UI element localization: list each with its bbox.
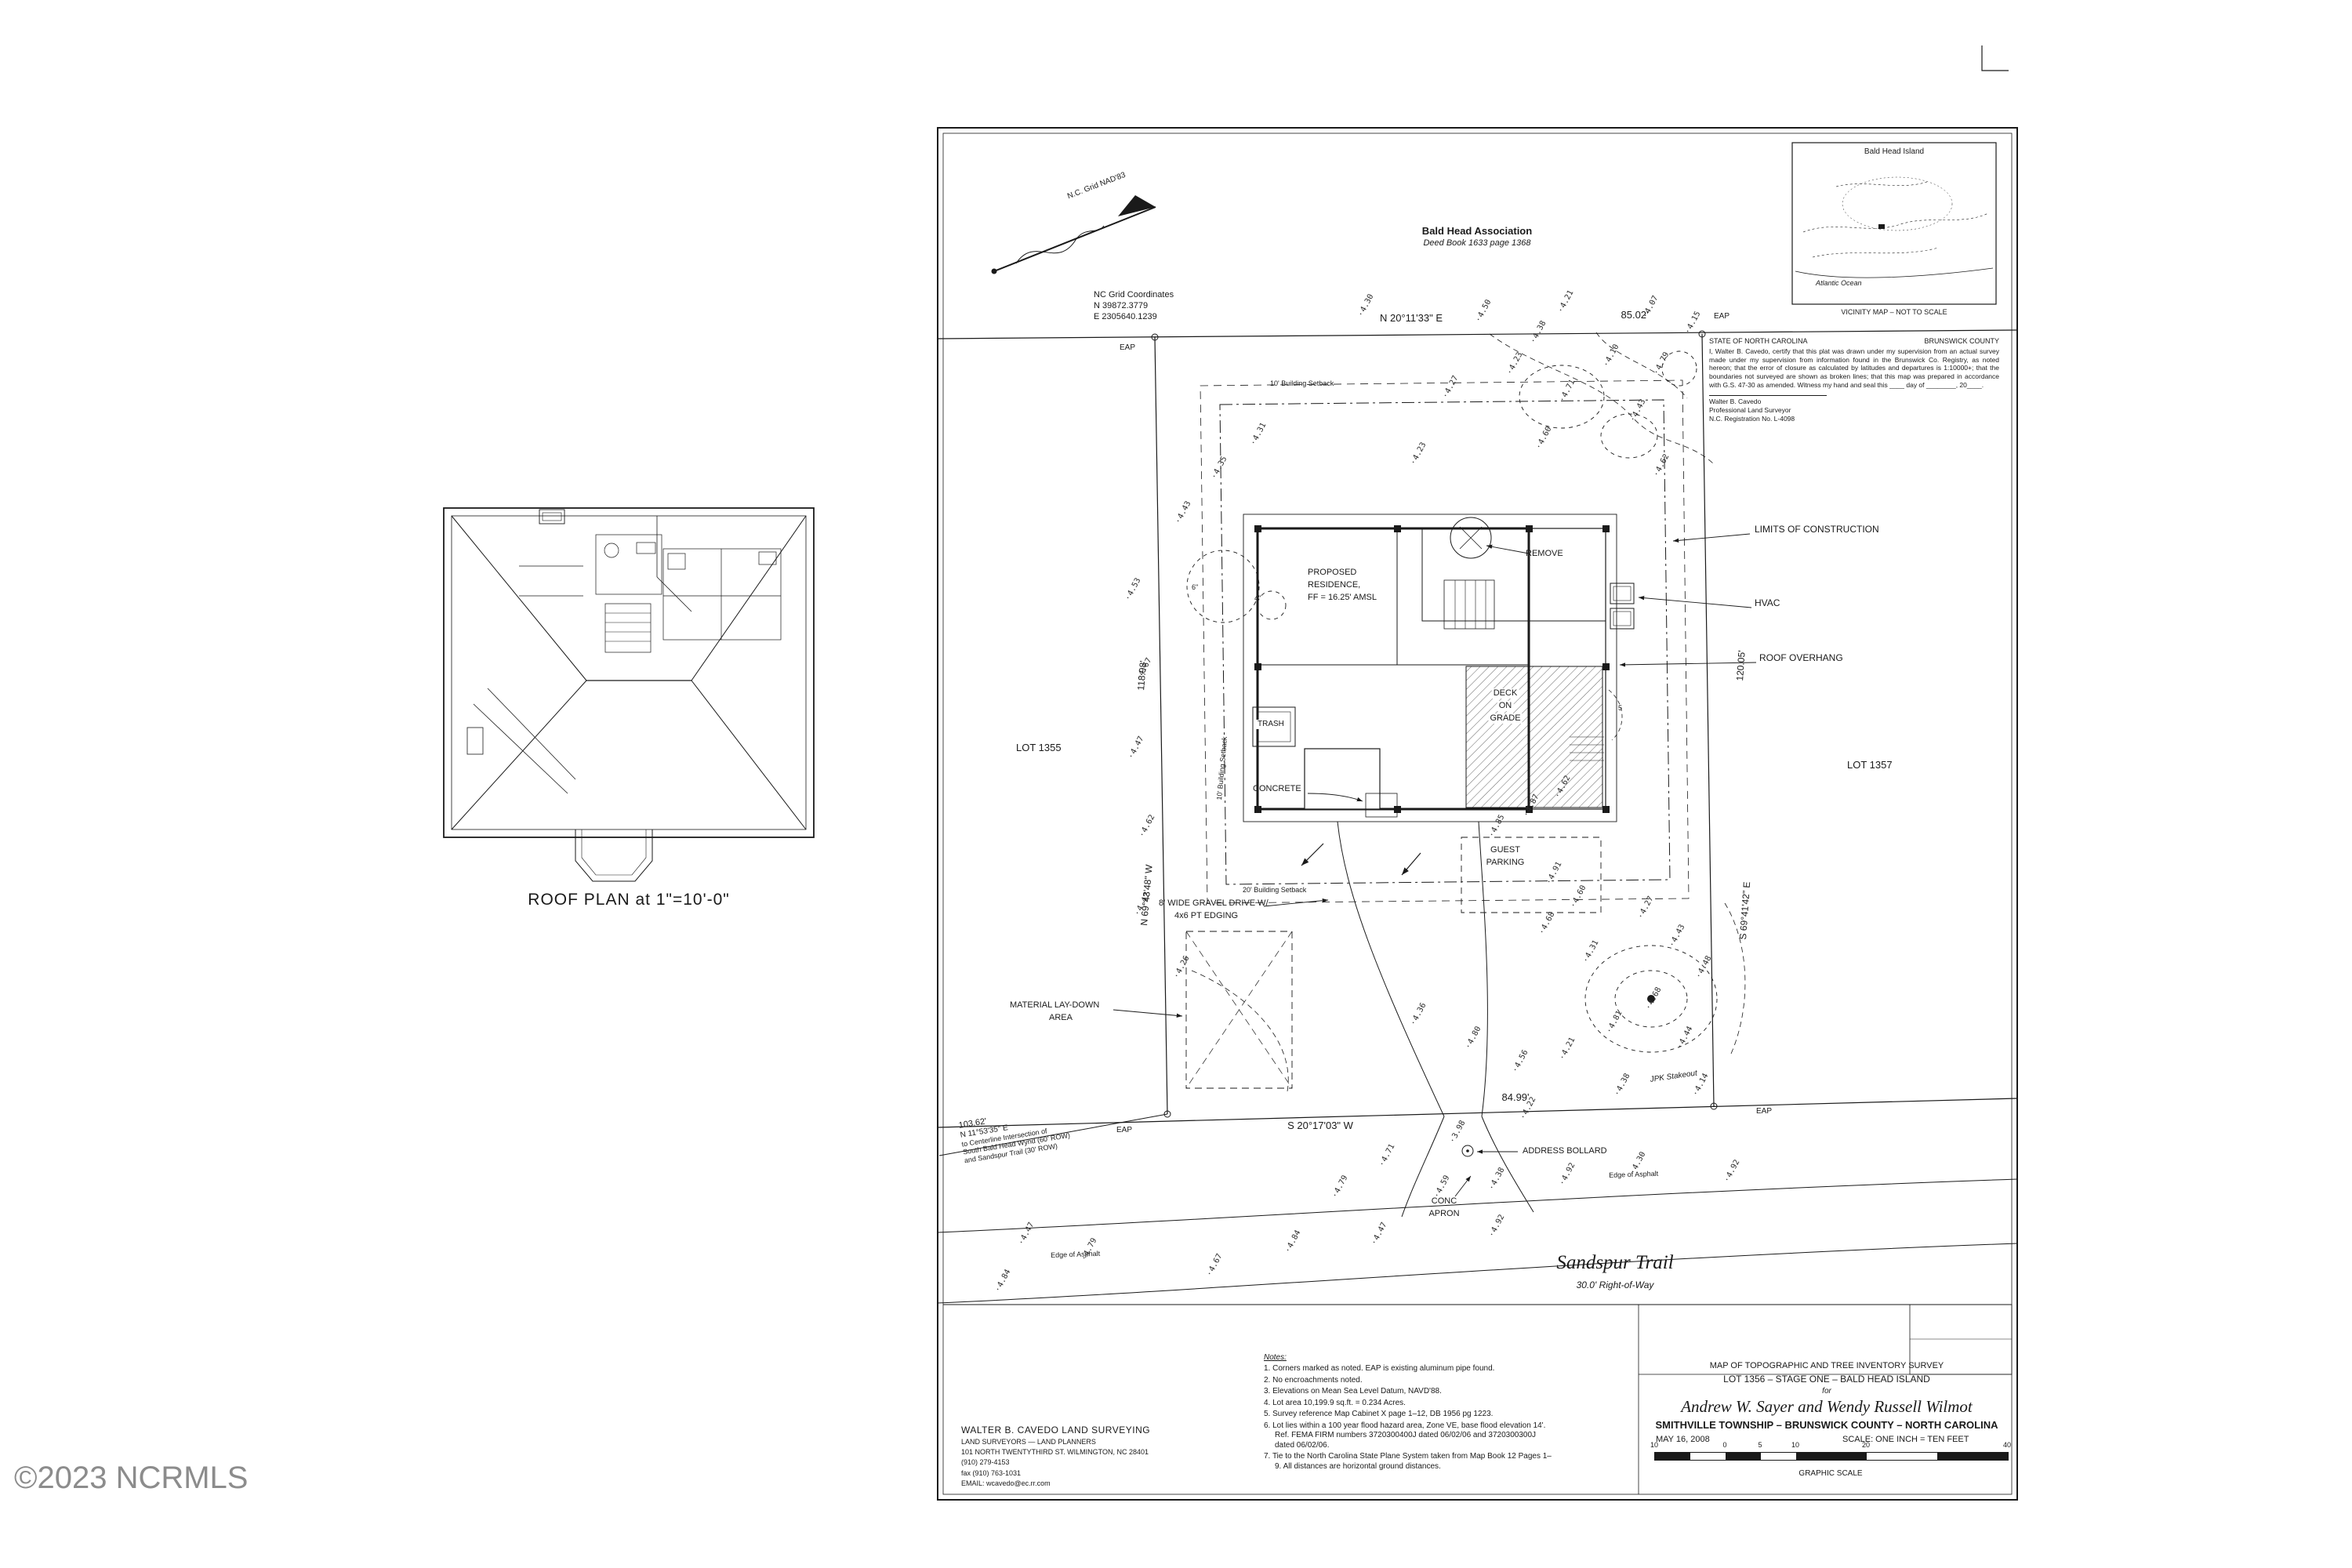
lot-1355-label: LOT 1355 — [1016, 742, 1062, 753]
cert-body-text: I, Walter B. Cavedo, certify that this p… — [1709, 347, 1999, 389]
vicinity-island-label: Bald Head Island — [1864, 147, 1925, 156]
graphic-scale-bar — [1654, 1452, 2009, 1461]
note-item: 5. Survey reference Map Cabinet X page 1… — [1264, 1410, 1494, 1418]
surveyor-firm-block: WALTER B. CAVEDO LAND SURVEYING LAND SUR… — [961, 1424, 1150, 1489]
title-owners: Andrew W. Sayer and Wendy Russell Wilmot — [1681, 1397, 1973, 1416]
scale-tick: 40 — [2002, 1441, 2012, 1449]
north-distance: 85.02' — [1621, 309, 1649, 321]
setback-lines — [1200, 379, 1690, 904]
eap-marker-bl: EAP — [1116, 1126, 1133, 1134]
residence-label-3: FF = 16.25' AMSL — [1306, 593, 1379, 603]
conc-apron-label-1: CONC — [1431, 1196, 1457, 1206]
deck-label-2: ON — [1497, 701, 1514, 711]
grid-coords-title: NC Grid Coordinates — [1094, 290, 1174, 299]
property-boundary — [937, 329, 2018, 1156]
surveyor-name: WALTER B. CAVEDO LAND SURVEYING — [961, 1425, 1151, 1436]
deck-label-1: DECK — [1491, 688, 1519, 699]
title-line-1: MAP OF TOPOGRAPHIC AND TREE INVENTORY SU… — [1709, 1361, 1944, 1370]
plat-notes: Notes: 1. Corners marked as noted. EAP i… — [1264, 1353, 1555, 1473]
surveyor-certification: STATE OF NORTH CAROLINA BRUNSWICK COUNTY… — [1709, 337, 1999, 423]
residence-label-1: PROPOSED — [1306, 568, 1359, 578]
title-scale: SCALE: ONE INCH = TEN FEET — [1842, 1435, 1969, 1444]
vicinity-map — [1791, 142, 1997, 305]
grid-coords-n: N 39872.3779 — [1094, 301, 1149, 310]
association-name: Bald Head Association — [1421, 225, 1533, 237]
title-township: SMITHVILLE TOWNSHIP – BRUNSWICK COUNTY –… — [1655, 1419, 1998, 1431]
roof-plan-linework — [443, 507, 815, 882]
title-line-2: LOT 1356 – STAGE ONE – BALD HEAD ISLAND — [1723, 1374, 1930, 1385]
tree-size-label-2: 4" — [1254, 594, 1261, 602]
east-distance: 120.05' — [1734, 650, 1748, 681]
surveyor-line: LAND SURVEYORS — LAND PLANNERS — [961, 1438, 1096, 1446]
road-name: Sandspur Trail — [1556, 1252, 1674, 1273]
title-for: for — [1822, 1387, 1831, 1396]
scale-tick: 10 — [1791, 1441, 1800, 1449]
limits-of-construction-label: LIMITS OF CONSTRUCTION — [1755, 524, 1879, 535]
remove-label: REMOVE — [1526, 549, 1563, 558]
conc-apron-label-2: APRON — [1428, 1209, 1460, 1218]
note-item: 4. Lot area 10,199.9 sq.ft. = 0.234 Acre… — [1264, 1398, 1406, 1407]
road-row: 30.0' Right-of-Way — [1576, 1279, 1654, 1290]
cert-registration: N.C. Registration No. L-4098 — [1709, 415, 1795, 423]
north-arrow-icon — [991, 195, 1156, 274]
road-edges — [937, 1178, 2018, 1304]
trash-label: TRASH — [1256, 720, 1286, 729]
cert-state: STATE OF NORTH CAROLINA — [1709, 337, 1808, 345]
eap-marker-br: EAP — [1756, 1107, 1773, 1116]
note-item: 7. Tie to the North Carolina State Plane… — [1264, 1452, 1552, 1471]
surveyor-line: EMAIL: wcavedo@ec.rr.com — [961, 1479, 1051, 1487]
material-area-label-1: MATERIAL LAY-DOWN — [1010, 1000, 1100, 1010]
proposed-residence-footprint — [1243, 514, 1635, 822]
surveyor-line: 101 NORTH TWENTYTHIRD ST. WILMINGTON, NC… — [961, 1448, 1149, 1457]
scale-tick: 0 — [1722, 1441, 1727, 1449]
lot-1357-label: LOT 1357 — [1847, 759, 1893, 771]
gravel-drive — [1185, 821, 1602, 1218]
surveyor-line: fax (910) 763-1031 — [961, 1468, 1022, 1477]
scale-tick: 10 — [1650, 1441, 1659, 1449]
note-item: 2. No encroachments noted. — [1264, 1375, 1363, 1385]
cert-title: Professional Land Surveyor — [1709, 406, 1791, 415]
leader-lines — [1112, 533, 1757, 1197]
cert-signature: Walter B. Cavedo — [1709, 397, 1762, 406]
cert-county: BRUNSWICK COUNTY — [1924, 337, 1999, 345]
vicinity-caption: VICINITY MAP – NOT TO SCALE — [1841, 308, 1947, 316]
residence-label-2: RESIDENCE, — [1306, 580, 1363, 590]
guest-parking-label-1: GUEST — [1490, 845, 1520, 855]
address-bollard-label: ADDRESS BOLLARD — [1523, 1146, 1607, 1156]
deck-label-3: GRADE — [1488, 713, 1523, 724]
setback-bottom-label: 20' Building Setback — [1243, 886, 1307, 894]
contour-5-label: 5 — [1618, 704, 1623, 712]
roof-overhang-label: ROOF OVERHANG — [1759, 652, 1843, 663]
note-item: 3. Elevations on Mean Sea Level Datum, N… — [1264, 1387, 1442, 1396]
eap-marker-tr: EAP — [1714, 312, 1730, 321]
note-item: 1. Corners marked as noted. EAP is exist… — [1264, 1364, 1495, 1373]
north-bearing: N 20°11'33" E — [1380, 312, 1443, 324]
setback-top-label: 10' Building Setback — [1270, 379, 1334, 387]
concrete-label: CONCRETE — [1253, 784, 1301, 793]
scale-tick: 20 — [1861, 1441, 1871, 1449]
title-date: MAY 16, 2008 — [1656, 1435, 1710, 1444]
roof-plan-caption: ROOF PLAN at 1"=10'-0" — [528, 891, 730, 909]
guest-parking-label-2: PARKING — [1486, 858, 1525, 867]
grid-coords-e: E 2305640.1239 — [1094, 312, 1157, 321]
graphic-scale-label: GRAPHIC SCALE — [1798, 1469, 1863, 1478]
notes-title: Notes: — [1264, 1353, 1287, 1362]
watermark: ©2023 NCRMLS — [14, 1461, 249, 1495]
association-deed: Deed Book 1633 page 1368 — [1423, 238, 1531, 248]
scale-tick: 5 — [1758, 1441, 1762, 1449]
material-area-label-2: AREA — [1049, 1013, 1073, 1022]
gravel-drive-label-2: 4x6 PT EDGING — [1174, 911, 1239, 920]
tree-size-label-1: 6" — [1192, 583, 1199, 591]
note-item: 6. Lot lies within a 100 year flood haza… — [1264, 1421, 1546, 1450]
south-bearing: S 20°17'03" W — [1287, 1120, 1353, 1131]
surveyor-line: (910) 279-4153 — [961, 1458, 1010, 1467]
sheet-border — [937, 45, 2018, 1501]
eap-marker-tl: EAP — [1120, 343, 1136, 352]
south-distance: 84.99' — [1501, 1091, 1530, 1103]
gravel-drive-label-1: 8' WIDE GRAVEL DRIVE W/ — [1159, 898, 1269, 908]
hvac-label: HVAC — [1755, 597, 1780, 608]
vicinity-ocean-label: Atlantic Ocean — [1816, 279, 1862, 287]
